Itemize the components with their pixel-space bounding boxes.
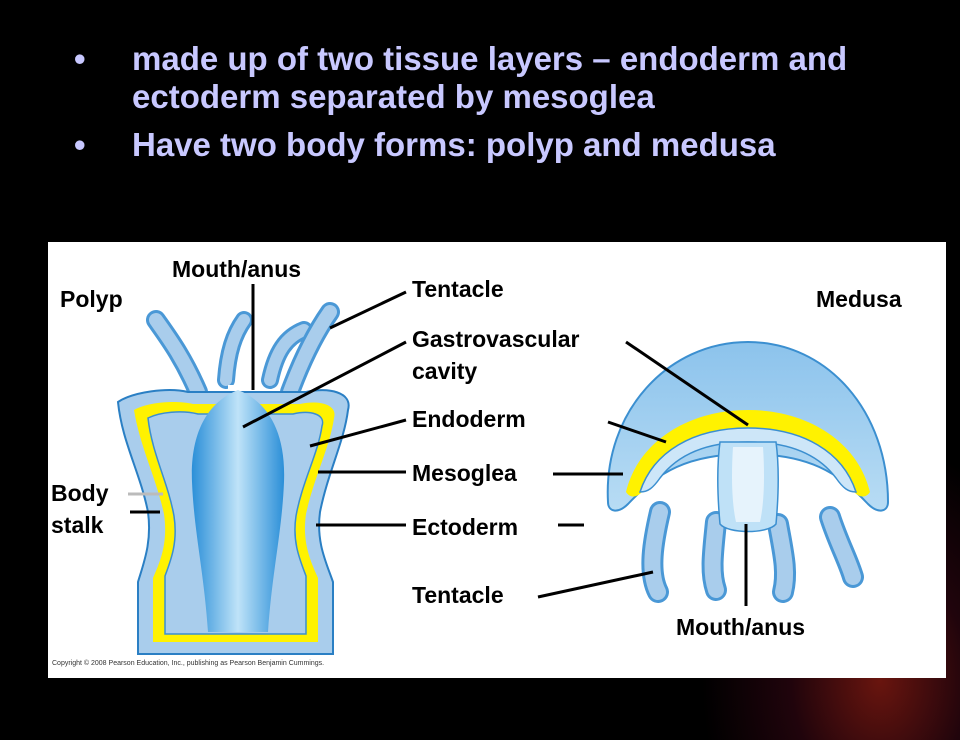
label-mouth-anus-bottom: Mouth/anus — [676, 614, 806, 640]
label-mouth-anus-top: Mouth/anus — [172, 256, 302, 282]
polyp-tentacles — [146, 302, 340, 402]
bullet-marker: • — [74, 126, 86, 163]
label-body: Body — [51, 480, 109, 506]
bullet-text: Have two body forms: polyp and medusa — [132, 126, 776, 163]
bullet-item: • made up of two tissue layers – endoder… — [60, 40, 920, 116]
label-polyp: Polyp — [60, 286, 123, 312]
polyp-cavity — [191, 390, 285, 632]
bullet-text: made up of two tissue layers – endoderm … — [132, 40, 848, 115]
label-gastrovascular-1: Gastrovascular — [412, 326, 580, 352]
label-mesoglea: Mesoglea — [412, 460, 517, 486]
leader-lines — [130, 284, 749, 606]
bullet-list: • made up of two tissue layers – endoder… — [60, 40, 920, 174]
polyp-drawing — [116, 302, 350, 655]
bullet-item: • Have two body forms: polyp and medusa — [60, 126, 920, 164]
medusa-tentacles — [641, 501, 864, 603]
label-medusa: Medusa — [816, 286, 902, 312]
copyright-notice: Copyright © 2008 Pearson Education, Inc.… — [52, 660, 325, 667]
label-tentacle-bottom: Tentacle — [412, 582, 504, 608]
label-gastrovascular-2: cavity — [412, 358, 478, 384]
cnidarian-diagram: Mouth/anus Polyp Tentacle Medusa Gastrov… — [48, 242, 946, 678]
medusa-endoderm — [638, 427, 858, 493]
medusa-mesoglea — [626, 410, 870, 497]
diagram-drawing — [116, 284, 890, 655]
label-tentacle-top: Tentacle — [412, 276, 504, 302]
medusa-drawing — [606, 340, 890, 603]
label-endoderm: Endoderm — [412, 406, 526, 432]
label-ectoderm: Ectoderm — [412, 514, 519, 540]
medusa-cavity — [732, 447, 764, 522]
bullet-marker: • — [74, 40, 86, 77]
label-stalk: stalk — [51, 512, 104, 538]
